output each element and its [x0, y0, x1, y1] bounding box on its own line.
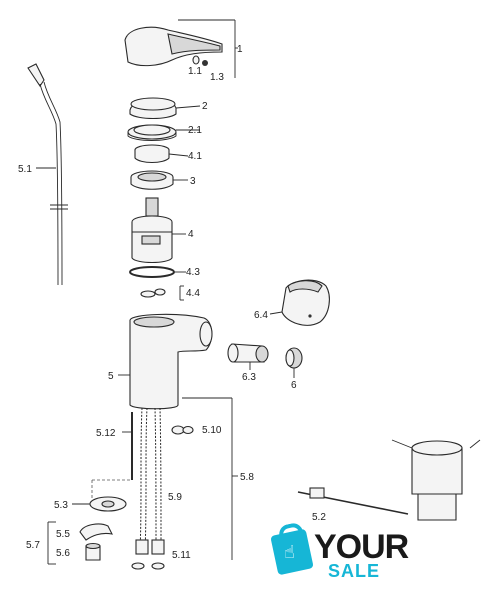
- cap-part: [129, 97, 201, 120]
- hand-pointer-icon: ☝: [284, 542, 295, 563]
- logo-word-your: YOUR: [314, 528, 409, 566]
- label-5-3: 5.3: [54, 500, 68, 511]
- bracket-and-nut: [47, 521, 113, 565]
- label-1: 1: [237, 44, 243, 55]
- faucet-body: [118, 313, 213, 410]
- cartridge-part: [131, 197, 186, 264]
- washers-5-11: [131, 562, 165, 570]
- pop-up-drain: [297, 439, 481, 521]
- handle-part: [124, 19, 238, 78]
- label-3: 3: [190, 176, 196, 187]
- label-1-3: 1.3: [210, 72, 224, 83]
- label-4-4: 4.4: [186, 288, 200, 299]
- supply-hoses: [135, 397, 238, 560]
- retainer-part: [134, 144, 189, 164]
- threaded-stud: [122, 412, 133, 480]
- label-6-4: 6.4: [254, 310, 268, 321]
- label-6-3: 6.3: [242, 372, 256, 383]
- label-5-8: 5.8: [240, 472, 254, 483]
- washers-5-10: [171, 425, 194, 435]
- fixing-plate: [72, 479, 132, 512]
- label-5-9: 5.9: [168, 492, 182, 503]
- label-2: 2: [202, 101, 208, 112]
- logo-word-sale: SALE: [328, 561, 381, 581]
- nut-part: [130, 170, 188, 190]
- label-5-11: 5.11: [172, 550, 191, 561]
- aerator-insert: [285, 347, 303, 378]
- label-5-1: 5.1: [18, 164, 32, 175]
- label-2-1: 2.1: [188, 125, 202, 136]
- label-1-1: 1.1: [188, 66, 202, 77]
- aerator-housing: [227, 343, 269, 370]
- washer-part: [140, 285, 184, 301]
- your-sale-logo: ☝ YOUR SALE: [270, 526, 420, 584]
- label-5-7: 5.7: [26, 540, 40, 551]
- label-4-1: 4.1: [188, 151, 202, 162]
- label-5: 5: [108, 371, 114, 382]
- callout-labels: 1 1.1 1.3 2 2.1 4.1 3 4 4.3 4.4 5.1 6.4 …: [18, 44, 326, 561]
- lever-rod: [27, 63, 68, 286]
- label-4-3: 4.3: [186, 267, 200, 278]
- ring-part: [127, 124, 200, 141]
- label-5-6: 5.6: [56, 548, 70, 559]
- label-5-10: 5.10: [202, 425, 222, 436]
- o-ring-part: [129, 266, 186, 278]
- label-5-5: 5.5: [56, 529, 70, 540]
- label-4: 4: [188, 229, 194, 240]
- label-6: 6: [291, 380, 297, 391]
- label-5-12: 5.12: [96, 428, 116, 439]
- label-5-2: 5.2: [312, 512, 326, 523]
- base-plate-part: [269, 279, 330, 326]
